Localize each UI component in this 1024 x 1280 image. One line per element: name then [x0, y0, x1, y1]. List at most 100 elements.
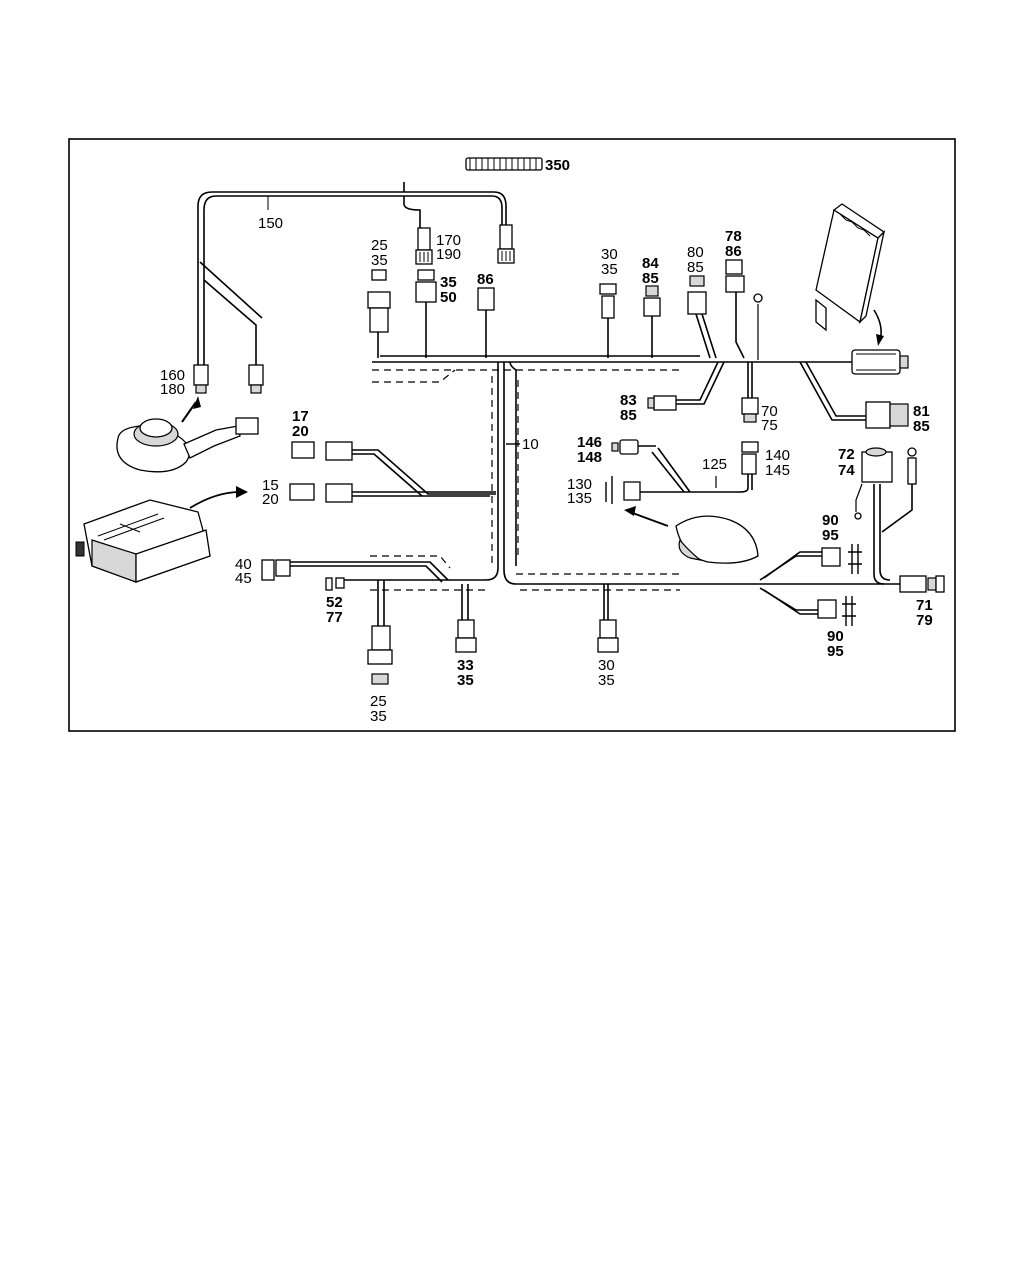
label-150: 150 [258, 215, 283, 232]
relay-90-95-upper [821, 544, 862, 574]
label-350: 350 [545, 157, 570, 174]
label-86-a: 86 [477, 271, 494, 288]
connector-25-35-bottom [367, 580, 393, 685]
component-72-74 [854, 447, 893, 520]
harness-125 [651, 447, 717, 493]
label-74: 74 [838, 462, 855, 479]
control-unit-top-right [815, 203, 886, 332]
label-15: 15 [262, 477, 279, 494]
connector-40-45 [261, 559, 449, 583]
connector-81-85 [799, 361, 909, 429]
label-35-c: 35 [601, 261, 618, 278]
arrow-to-15-20 [189, 491, 241, 509]
connector-130-135 [605, 476, 641, 504]
connector-78-86 [725, 259, 745, 359]
label-130: 130 [567, 476, 592, 493]
label-33: 33 [457, 657, 474, 674]
label-35-e: 35 [598, 672, 615, 689]
label-30-top: 30 [601, 246, 618, 263]
connector-17-20 [291, 441, 496, 497]
connector-52-77 [325, 577, 345, 591]
label-17: 17 [292, 408, 309, 425]
main-harness-10 [340, 355, 906, 591]
connector-80-85 [687, 275, 717, 359]
label-83: 83 [620, 392, 637, 409]
label-77: 77 [326, 609, 343, 626]
label-35-b: 35 [440, 274, 457, 291]
label-190: 190 [436, 246, 461, 263]
connector-84-85 [643, 285, 661, 358]
label-78: 78 [725, 228, 742, 245]
connector-71-79 [899, 575, 945, 593]
connector-83-85 [647, 361, 725, 411]
label-90-a: 90 [822, 512, 839, 529]
control-box-left [75, 499, 211, 583]
label-71: 71 [916, 597, 933, 614]
connector-86 [477, 287, 495, 358]
label-145: 145 [765, 462, 790, 479]
label-146: 146 [577, 434, 602, 451]
label-148: 148 [577, 449, 602, 466]
label-75: 75 [761, 417, 778, 434]
label-135: 135 [567, 490, 592, 507]
label-85-a: 85 [642, 270, 659, 287]
label-140: 140 [765, 447, 790, 464]
connector-70-75 [741, 362, 759, 423]
label-170: 170 [436, 232, 461, 249]
connector-35-50 [415, 269, 437, 358]
connector-33-35 [455, 584, 477, 653]
connector-140-145 [640, 441, 759, 493]
label-25-bottom: 25 [370, 693, 387, 710]
label-35-top: 35 [371, 252, 388, 269]
label-81: 81 [913, 403, 930, 420]
connector-170-190 [415, 227, 433, 265]
label-20-a: 20 [292, 423, 309, 440]
relay-90-95-lower [817, 596, 856, 626]
harness-lower-right [759, 484, 913, 615]
label-25-top: 25 [371, 237, 388, 254]
label-90-b: 90 [827, 628, 844, 645]
connector-30-35-top [599, 283, 617, 358]
label-85-d: 85 [913, 418, 930, 435]
label-72: 72 [838, 446, 855, 463]
label-85-c: 85 [620, 407, 637, 424]
connector-top-right [497, 224, 515, 264]
connector-15-20 [289, 483, 496, 503]
label-20-b: 20 [262, 491, 279, 508]
ground-lug [753, 293, 763, 360]
label-50: 50 [440, 289, 457, 306]
label-160: 160 [160, 367, 185, 384]
label-85-b: 85 [687, 259, 704, 276]
connector-30-35-bottom [597, 584, 619, 653]
label-84: 84 [642, 255, 659, 272]
label-35-f: 35 [370, 708, 387, 725]
connector-160-180 [193, 364, 264, 394]
label-95-b: 95 [827, 643, 844, 660]
label-70: 70 [761, 403, 778, 420]
label-80: 80 [687, 244, 704, 261]
label-40: 40 [235, 556, 252, 573]
label-95-a: 95 [822, 527, 839, 544]
label-86-b: 86 [725, 243, 742, 260]
label-45: 45 [235, 570, 252, 587]
label-125: 125 [702, 456, 727, 473]
connector-146-148 [611, 439, 656, 455]
label-10: 10 [522, 436, 539, 453]
label-180: 180 [160, 381, 185, 398]
component-cover-right [675, 515, 759, 564]
connector-plug-right [851, 349, 909, 375]
label-30-bottom: 30 [598, 657, 615, 674]
diagram-frame [68, 138, 956, 732]
connector-strip-350 [465, 157, 543, 171]
connector-25-35-top [367, 269, 391, 358]
arrow-to-130 [629, 511, 669, 527]
arrow-to-160 [181, 401, 197, 423]
label-79: 79 [916, 612, 933, 629]
label-52: 52 [326, 594, 343, 611]
sensor-rod [907, 447, 917, 485]
label-35-d: 35 [457, 672, 474, 689]
part-labels: 350 150 170 190 25 35 35 50 86 30 35 84 … [160, 157, 933, 725]
component-sensor-left [116, 417, 259, 473]
harness-150 [197, 182, 507, 365]
